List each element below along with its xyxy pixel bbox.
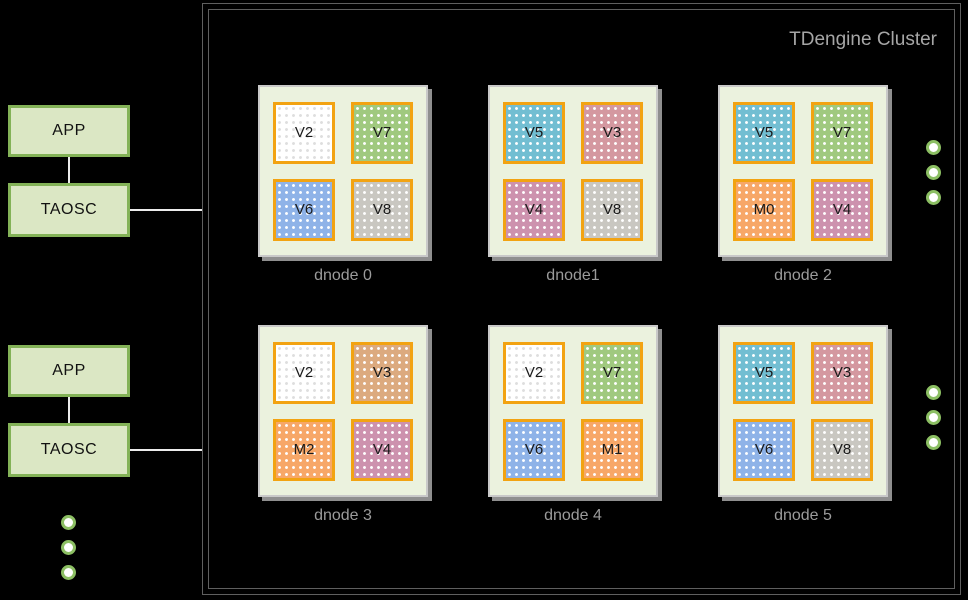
dnode-3: V2 V3 M2 V4 dnode 3 bbox=[258, 325, 432, 525]
connector-line-app2-taosc2 bbox=[68, 397, 70, 423]
vnode: V7 bbox=[581, 341, 643, 404]
dnode-4: V2 V7 V6 M1 dnode 4 bbox=[488, 325, 662, 525]
cluster-title: TDengine Cluster bbox=[789, 29, 937, 50]
vnode: V2 bbox=[273, 101, 335, 164]
dnode-3-caption: dnode 3 bbox=[314, 507, 372, 524]
more-dnodes-ellipsis-dot bbox=[926, 385, 941, 400]
vnode: V8 bbox=[351, 178, 413, 241]
more-dnodes-ellipsis-dot bbox=[926, 190, 941, 205]
dnode-1-caption: dnode1 bbox=[546, 267, 600, 284]
app-box-1: APP bbox=[8, 105, 130, 157]
dnode-2-box: V5 V7 M0 V4 bbox=[718, 85, 888, 257]
dnode-5-box: V5 V3 V6 V8 bbox=[718, 325, 888, 497]
vnode: V5 bbox=[733, 341, 795, 404]
dnode-0-box: V2 V7 V6 V8 bbox=[258, 85, 428, 257]
dnode-1: V5 V3 V4 V8 dnode1 bbox=[488, 85, 662, 285]
more-apps-ellipsis-dot bbox=[61, 565, 76, 580]
vnode: V7 bbox=[351, 101, 413, 164]
dnode-1-box: V5 V3 V4 V8 bbox=[488, 85, 658, 257]
vnode: V2 bbox=[503, 341, 565, 404]
more-dnodes-ellipsis-dot bbox=[926, 140, 941, 155]
dnode-5-caption: dnode 5 bbox=[774, 507, 832, 524]
dnode-0-caption: dnode 0 bbox=[314, 267, 372, 284]
tdengine-cluster-box: TDengine Cluster V2 V7 V6 V8 dnode 0 V5 … bbox=[203, 4, 960, 594]
taosc-box-1: TAOSC bbox=[8, 183, 130, 237]
vnode: V5 bbox=[503, 101, 565, 164]
vnode: M2 bbox=[273, 418, 335, 481]
vnode: V8 bbox=[581, 178, 643, 241]
vnode: V8 bbox=[811, 418, 873, 481]
vnode: V2 bbox=[273, 341, 335, 404]
vnode: V6 bbox=[273, 178, 335, 241]
more-apps-ellipsis-dot bbox=[61, 540, 76, 555]
vnode: V7 bbox=[811, 101, 873, 164]
more-dnodes-ellipsis-dot bbox=[926, 410, 941, 425]
vnode: V3 bbox=[351, 341, 413, 404]
dnode-3-box: V2 V3 M2 V4 bbox=[258, 325, 428, 497]
connector-line-taosc1-cluster bbox=[130, 209, 203, 211]
vnode: V3 bbox=[581, 101, 643, 164]
taosc-box-2: TAOSC bbox=[8, 423, 130, 477]
connector-line-app1-taosc1 bbox=[68, 157, 70, 183]
dnode-0: V2 V7 V6 V8 dnode 0 bbox=[258, 85, 432, 285]
vnode: M0 bbox=[733, 178, 795, 241]
vnode: V6 bbox=[503, 418, 565, 481]
vnode: V4 bbox=[811, 178, 873, 241]
vnode: V4 bbox=[503, 178, 565, 241]
connector-line-taosc2-cluster bbox=[130, 449, 203, 451]
vnode: V3 bbox=[811, 341, 873, 404]
dnode-5: V5 V3 V6 V8 dnode 5 bbox=[718, 325, 892, 525]
dnode-4-box: V2 V7 V6 M1 bbox=[488, 325, 658, 497]
vnode: V4 bbox=[351, 418, 413, 481]
dnode-4-caption: dnode 4 bbox=[544, 507, 602, 524]
more-dnodes-ellipsis-dot bbox=[926, 435, 941, 450]
more-apps-ellipsis-dot bbox=[61, 515, 76, 530]
vnode: M1 bbox=[581, 418, 643, 481]
vnode: V6 bbox=[733, 418, 795, 481]
vnode: V5 bbox=[733, 101, 795, 164]
dnode-2-caption: dnode 2 bbox=[774, 267, 832, 284]
dnode-2: V5 V7 M0 V4 dnode 2 bbox=[718, 85, 892, 285]
app-box-2: APP bbox=[8, 345, 130, 397]
more-dnodes-ellipsis-dot bbox=[926, 165, 941, 180]
